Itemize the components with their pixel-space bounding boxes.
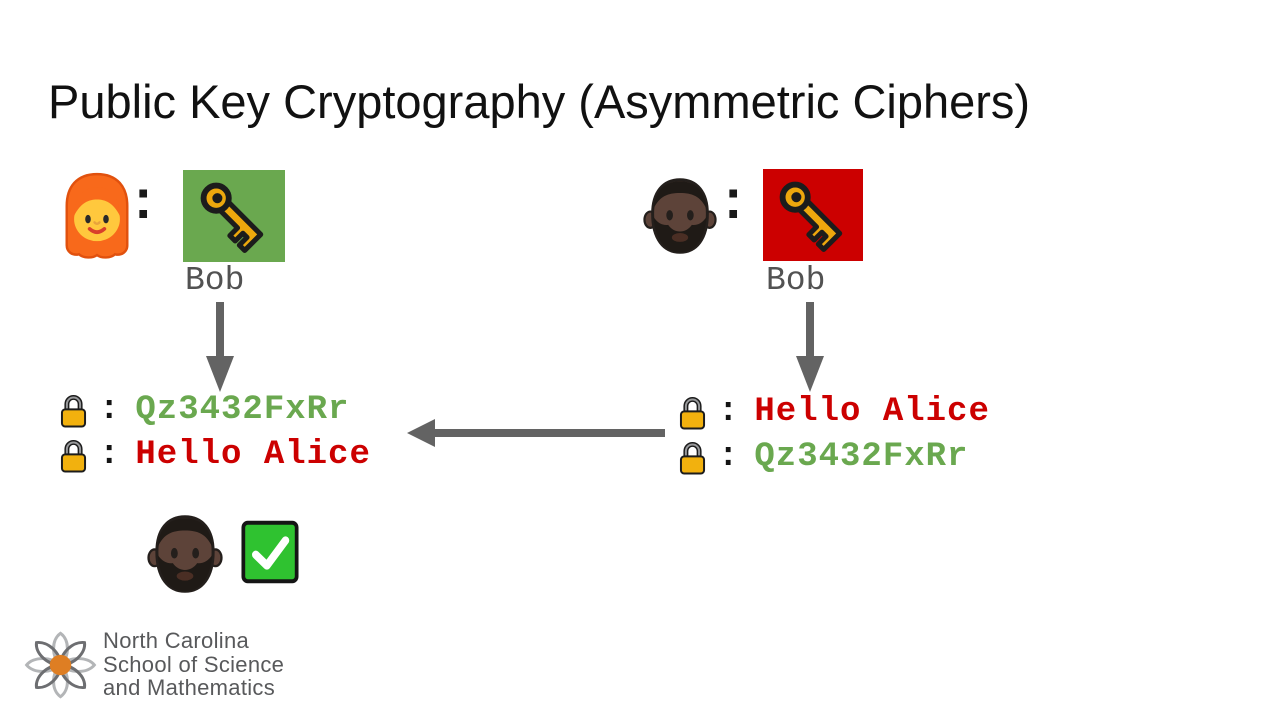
slide-title: Public Key Cryptography (Asymmetric Ciph… — [48, 75, 1031, 128]
plaintext-message-text: Hello Alice — [754, 393, 990, 431]
message-row: : Qz3432FxRr — [57, 391, 349, 429]
colon-separator: : — [99, 391, 120, 429]
key-icon — [192, 174, 276, 258]
colon-separator: : — [718, 393, 739, 431]
ncssm-flower-logo-icon — [22, 629, 99, 701]
key-owner-label: Bob — [185, 262, 245, 299]
check-mark-icon — [239, 518, 301, 586]
message-row: : Qz3432FxRr — [676, 438, 968, 476]
lock-icon — [676, 438, 709, 476]
message-row: : Hello Alice — [57, 436, 371, 474]
key-owner-label: Bob — [766, 262, 826, 299]
woman-red-hair-icon — [56, 170, 138, 260]
colon-separator: : — [717, 174, 750, 235]
down-arrow-icon — [205, 302, 235, 392]
logo-text-line: North Carolina — [103, 628, 250, 653]
colon-separator: : — [718, 438, 739, 476]
man-beard-icon — [147, 507, 223, 601]
man-beard-icon — [643, 172, 717, 260]
colon-separator: : — [99, 436, 120, 474]
key-icon — [771, 173, 855, 257]
lock-icon — [57, 391, 90, 429]
lock-icon — [57, 436, 90, 474]
alice-public-key-box — [183, 170, 285, 262]
down-arrow-icon — [795, 302, 825, 392]
encrypted-message-text: Qz3432FxRr — [135, 391, 350, 429]
colon-separator: : — [127, 174, 160, 235]
message-row: : Hello Alice — [676, 393, 990, 431]
decrypted-message-text: Hello Alice — [135, 436, 371, 474]
left-arrow-icon — [407, 418, 665, 448]
ncssm-logo-text: North Carolina School of Science and Mat… — [103, 629, 284, 700]
encrypted-message-text: Qz3432FxRr — [754, 438, 969, 476]
logo-text-line: School of Science — [103, 651, 285, 677]
bob-private-key-box — [763, 169, 863, 261]
lock-icon — [676, 393, 709, 431]
logo-text-line: and Mathematics — [103, 675, 276, 700]
